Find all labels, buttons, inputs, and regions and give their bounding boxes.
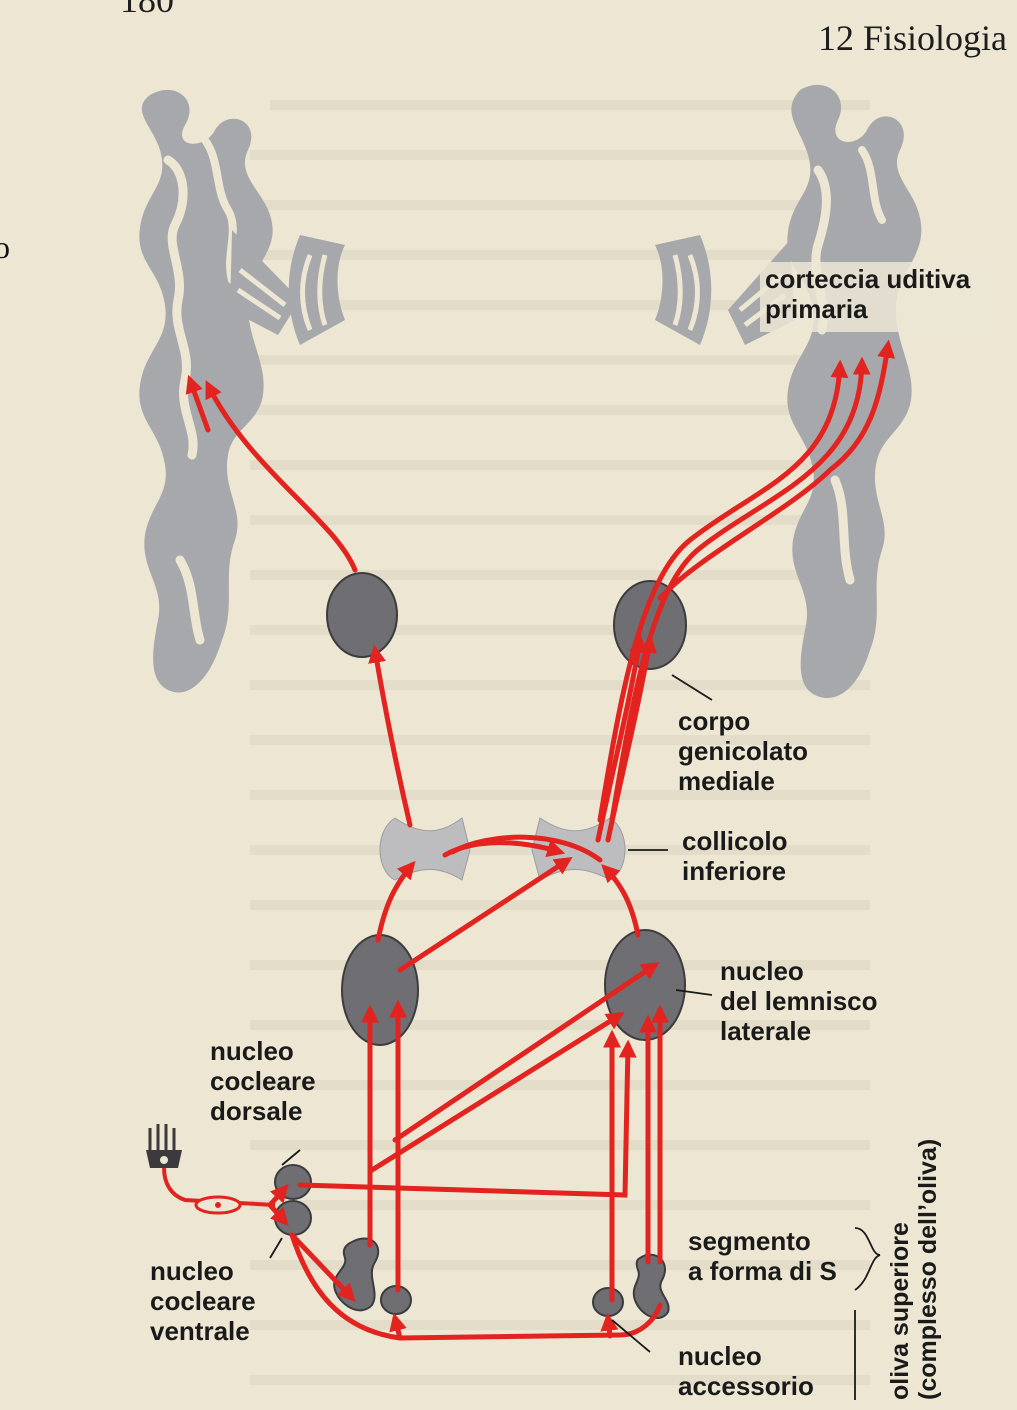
left-s-segment — [334, 1239, 378, 1311]
left-lemniscus-nucleus — [342, 935, 418, 1045]
right-lemniscus-nucleus — [605, 930, 685, 1040]
label-cortex-line2: primaria — [765, 294, 868, 324]
page-number: 180 — [120, 0, 174, 20]
label-cortex-line1: corteccia uditiva — [765, 264, 971, 294]
label-colliculus-line1: collicolo — [682, 826, 787, 856]
label-accessory-line2: accessorio — [678, 1371, 814, 1401]
label-olive-line2: (complesso dell’oliva) — [914, 1139, 942, 1400]
label-ventral-cochlear-line2: cocleare — [150, 1286, 256, 1316]
label-s-segment-line2: a forma di S — [688, 1256, 837, 1286]
label-geniculate-line1: corpo — [678, 706, 750, 736]
label-geniculate-line3: mediale — [678, 766, 775, 796]
chapter-title: 12 Fisiologia — [818, 18, 1007, 58]
page-edge-mark: o — [0, 229, 10, 265]
label-s-segment-line1: segmento — [688, 1226, 811, 1256]
label-ventral-cochlear-line1: nucleo — [150, 1256, 234, 1286]
right-s-segment — [634, 1255, 669, 1318]
left-fan-structure — [289, 235, 345, 345]
right-fan-structure — [655, 235, 711, 345]
label-colliculus-line2: inferiore — [682, 856, 786, 886]
label-dorsal-cochlear-line3: dorsale — [210, 1096, 303, 1126]
label-ventral-cochlear-line3: ventrale — [150, 1316, 250, 1346]
label-lemniscus-line2: del lemnisco — [720, 986, 878, 1016]
right-geniculate-nucleus — [614, 581, 686, 669]
label-lemniscus-line3: laterale — [720, 1016, 811, 1046]
hair-cell-icon — [146, 1124, 275, 1213]
left-cortex — [139, 90, 300, 693]
label-lemniscus-line1: nucleo — [720, 956, 804, 986]
label-olive-line1: oliva superiore — [886, 1222, 914, 1400]
left-geniculate-nucleus — [327, 573, 397, 657]
label-geniculate-line2: genicolato — [678, 736, 808, 766]
label-dorsal-cochlear-line1: nucleo — [210, 1036, 294, 1066]
label-accessory-line1: nucleo — [678, 1341, 762, 1371]
right-accessory-nucleus — [593, 1288, 623, 1316]
label-dorsal-cochlear-line2: cocleare — [210, 1066, 316, 1096]
